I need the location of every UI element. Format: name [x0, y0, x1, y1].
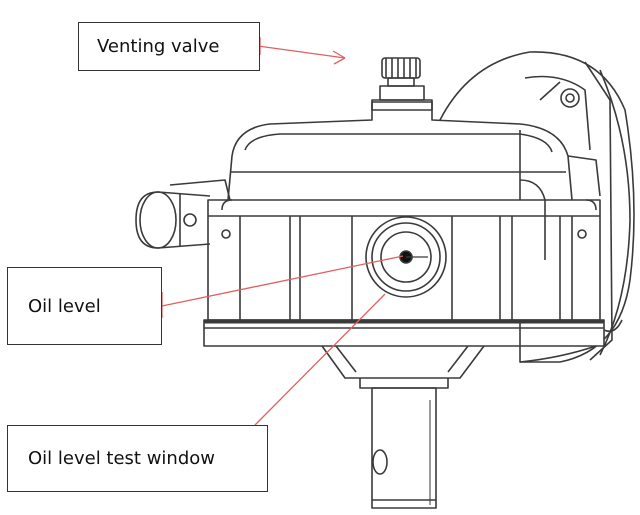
- oil-level-leader: [161, 255, 404, 307]
- venting-valve: [371, 57, 433, 111]
- oil-level-text: Oil level: [28, 295, 101, 317]
- left-shaft: [135, 179, 231, 249]
- venting-valve-text: Venting valve: [97, 36, 220, 57]
- leader-lines: [161, 37, 404, 426]
- oil-level-test-window-text: Oil level test window: [28, 448, 215, 469]
- upper-cover: [227, 101, 601, 201]
- rear-housing: [439, 51, 635, 363]
- output-shaft: [321, 345, 485, 509]
- venting-valve-leader: [257, 45, 346, 59]
- oil-level-test-window-label: Oil level test window: [7, 425, 268, 492]
- test-window-leader: [254, 293, 386, 426]
- base-flange: [203, 319, 605, 347]
- oil-level-label: Oil level: [7, 267, 162, 345]
- venting-valve-label: Venting valve: [78, 22, 260, 71]
- right-skirt: [519, 319, 623, 363]
- oil-level-sight-glass: [365, 216, 447, 298]
